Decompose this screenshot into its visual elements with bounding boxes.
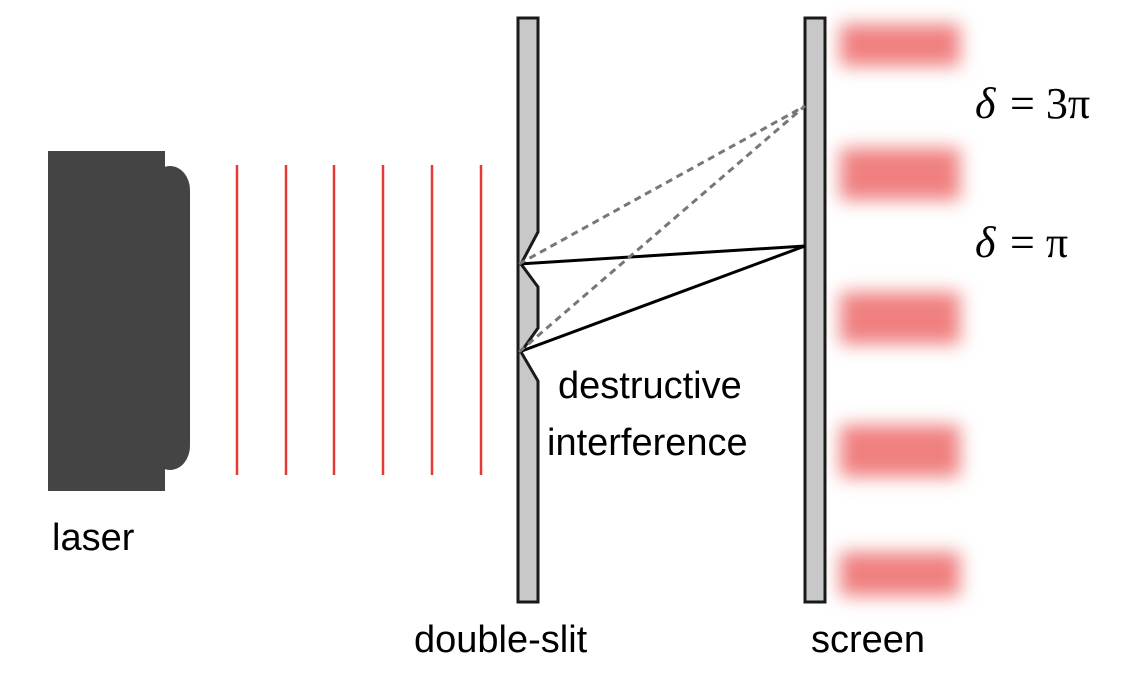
- screen-barrier: [803, 16, 827, 604]
- wavefronts: [235, 165, 483, 475]
- bright-fringe: [840, 425, 960, 477]
- bright-fringe: [840, 148, 960, 200]
- phase-label-pi: δ = π: [975, 218, 1068, 267]
- laser-body: [48, 151, 165, 491]
- double-slit-label: double-slit: [414, 619, 588, 661]
- laser-label: laser: [52, 517, 135, 559]
- bright-fringe: [840, 552, 960, 596]
- double-slit-barrier: [516, 16, 540, 604]
- bright-fringe: [840, 24, 960, 66]
- ray-slit1-to-pi: [518, 244, 806, 266]
- rays-solid: [518, 244, 806, 354]
- bright-fringe: [840, 292, 960, 344]
- interference-pattern: [840, 24, 960, 596]
- ray-slit2-to-3pi: [518, 104, 806, 354]
- ray-slit2-to-pi: [518, 244, 806, 354]
- screen-label: screen: [811, 619, 925, 661]
- phase-value: = π: [1010, 218, 1068, 267]
- phase-label-3pi: δ = 3π: [975, 79, 1090, 128]
- ray-slit1-to-3pi: [518, 104, 806, 266]
- laser-nose: [150, 166, 190, 470]
- rays-dashed: [518, 104, 806, 354]
- laser-icon: [48, 151, 190, 491]
- destructive-label-line2: interference: [547, 422, 748, 464]
- destructive-label-line1: destructive: [558, 365, 742, 407]
- delta-symbol: δ: [975, 79, 997, 128]
- delta-symbol: δ: [975, 218, 997, 267]
- phase-value: = 3π: [1010, 79, 1090, 128]
